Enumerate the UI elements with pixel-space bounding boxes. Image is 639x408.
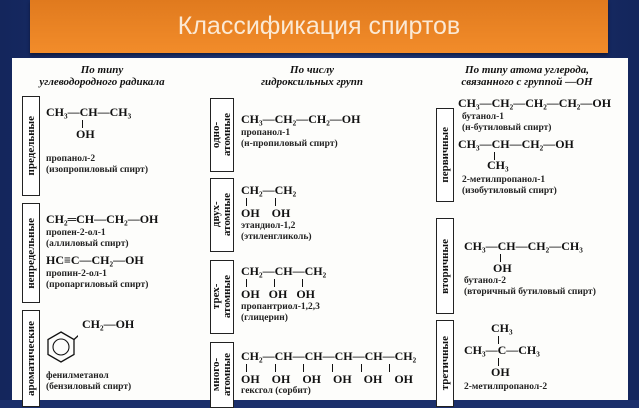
compound-name: бутанол-2 [464,276,507,286]
compound-trivial-name: (глицерин) [241,313,288,323]
bond [389,364,390,372]
label-secondary: вторичные [436,218,454,314]
classification-table: По типу углеводородного радикала По числ… [12,58,628,408]
formula: CH₂—OH [82,317,135,331]
label-monohydric: одно- атомные [210,98,234,172]
column-header-hydroxyl: По числу гидроксильных групп [261,64,363,88]
label-unsaturated: непредельные [22,203,40,303]
label-dihydric: двух- атомные [210,178,234,252]
compound-name: фенилметанол [46,371,109,381]
bond [361,364,362,372]
compound-trivial-name: (аллиловый спирт) [46,239,129,249]
bond [498,336,499,344]
title-banner: Классификация спиртов [30,0,608,53]
bond [500,254,501,262]
compound-trivial-name: (пропаргиловый спирт) [46,280,149,290]
formula-substituent: CH₃ [487,158,509,172]
formula-substituent: OH OH [241,206,291,220]
label-trihydric: трех- атомные [210,260,234,334]
compound-name: пропен-2-ол-1 [46,228,106,238]
compound-name: пропантриол-1,2,3 [241,302,320,312]
label-primary: первичные [436,108,454,202]
formula: CH₃—CH₂—CH₂—CH₂—OH [458,96,612,110]
formula: CH₃—C—CH₃ [464,343,540,357]
compound-name: пропанол-2 [46,154,96,164]
column-header-radical: По типу углеводородного радикала [39,64,165,88]
benzene-ring-icon [47,331,78,363]
bond [274,279,275,287]
bond [82,120,83,128]
compound-trivial-name: (н-пропиловый спирт) [241,139,338,149]
formula-substituent: OH [493,261,512,275]
compound-name: пропин-2-ол-1 [46,269,107,279]
compound-name: пропанол-1 [241,128,291,138]
formula-substituent: OH [76,127,95,141]
formula: CH₃—CH—CH₃ [46,105,132,119]
formula-substituent: OH OH OH [241,287,316,301]
compound-trivial-name: (н-бутиловый спирт) [462,123,552,133]
compound-trivial-name: (изобутиловый спирт) [462,186,557,196]
bond [494,152,495,160]
formula-substituent: OH [491,365,510,379]
formula: CH₂—CH—CH₂ [241,264,327,278]
bond [302,279,303,287]
compound-name: 2-метилпропанол-2 [464,382,548,392]
bond [275,364,276,372]
compound-name: этандиол-1,2 [241,221,296,231]
formula: CH₂═CH—CH₂—OH [46,212,159,226]
bond [498,358,499,366]
bond [303,364,304,372]
label-tertiary: третичные [436,320,454,407]
compound-trivial-name: (вторичный бутиловый спирт) [464,287,596,297]
formula: HC≡C—CH₂—OH [46,253,144,267]
bond [246,198,247,206]
formula-substituent-top: CH₃ [491,321,513,335]
bond [246,279,247,287]
formula: CH₃—CH₂—CH₂—OH [241,112,361,126]
compound-name: гексгол (сорбит) [241,386,311,396]
bond [275,198,276,206]
compound-trivial-name: (бензиловый спирт) [46,382,132,392]
formula: CH₂—CH—CH—CH—CH—CH₂ [241,349,417,363]
slide-title: Классификация спиртов [177,12,461,40]
compound-name: бутанол-1 [462,112,505,122]
formula-substituent: OH OH OH OH OH OH [241,372,414,386]
formula: CH₃—CH—CH₂—CH₃ [464,239,583,253]
compound-trivial-name: (этиленгликоль) [241,232,312,242]
compound-name: 2-метилпропанол-1 [462,175,546,185]
bond [332,364,333,372]
column-header-carbon: По типу атома углерода, связанного с гру… [461,64,593,88]
formula: CH₃—CH—CH₂—OH [458,137,574,151]
label-saturated: предельные [22,96,40,196]
compound-trivial-name: (изопропиловый спирт) [46,165,148,175]
formula: CH₂—CH₂ [241,183,297,197]
label-polyhydric: много- атомные [210,342,234,408]
bond [246,364,247,372]
label-aromatic: ароматические [22,310,40,407]
